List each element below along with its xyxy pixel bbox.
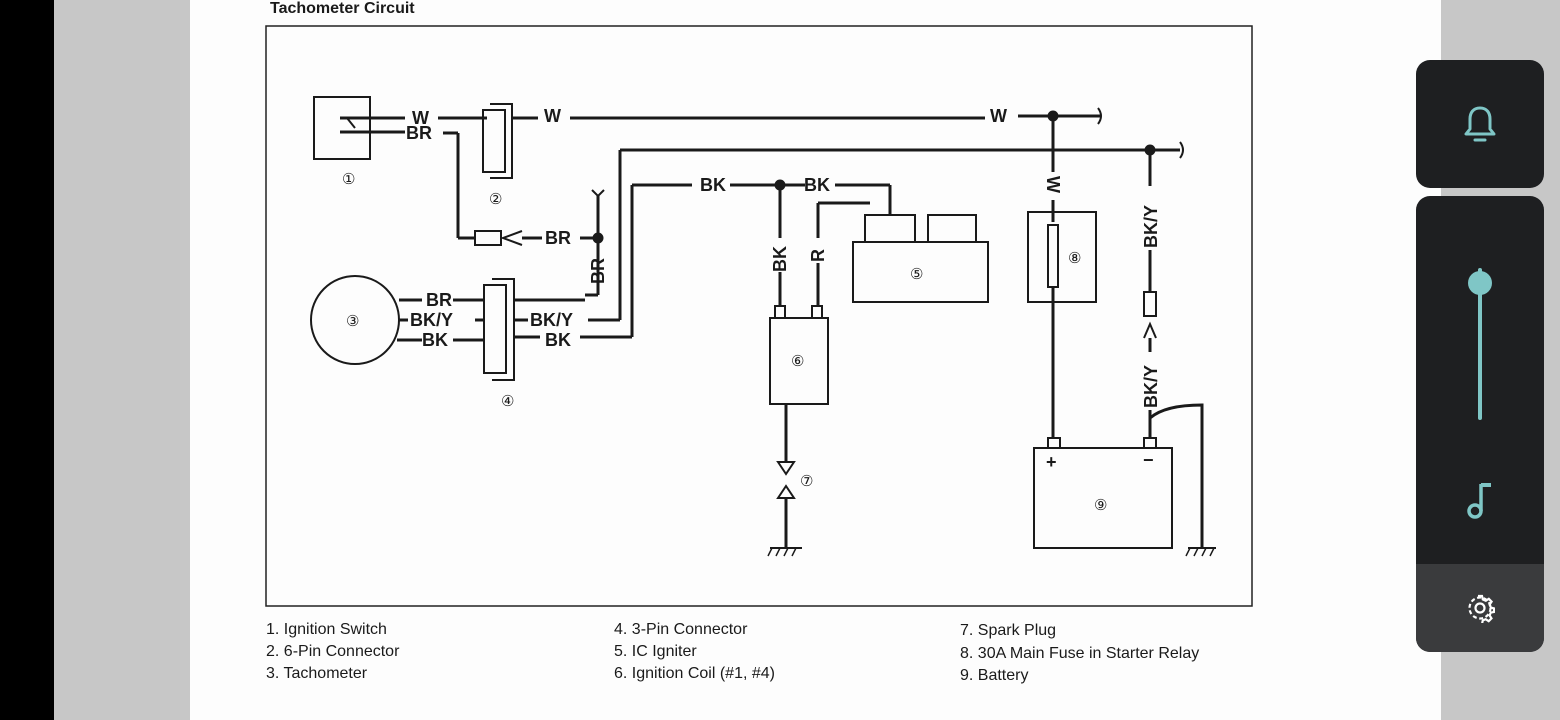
volume-controls (1416, 196, 1544, 652)
gear-icon (1468, 594, 1495, 623)
legend-item: 3. Tachometer (266, 665, 368, 682)
diagram-frame (265, 25, 1253, 607)
wire-label-bk: BK (422, 330, 448, 350)
component-number-9: ⑨ (1094, 497, 1107, 514)
legend-item: 5. IC Igniter (614, 643, 697, 660)
legend-item: 2. 6-Pin Connector (266, 643, 400, 660)
legend-item: 1. Ignition Switch (266, 621, 387, 638)
wire-label-bky: BK/Y (530, 310, 573, 330)
sound-settings-button[interactable] (1416, 564, 1544, 652)
legend-item: 7. Spark Plug (960, 622, 1056, 639)
ground-symbols (767, 547, 1215, 557)
component-number-3: ③ (346, 313, 359, 330)
component-number-5: ⑤ (910, 266, 923, 283)
legend-item: 9. Battery (960, 667, 1028, 684)
wire-label-br: BR (588, 258, 608, 284)
wire-label-br: BR (426, 290, 452, 310)
wire-label-w: W (990, 106, 1007, 126)
wire-label-w: W (412, 108, 429, 128)
volume-slider-thumb[interactable] (1468, 271, 1492, 296)
volume-slider[interactable] (1416, 196, 1544, 446)
wire-label-bky: BK/Y (1141, 205, 1161, 248)
volume-panel (1416, 60, 1544, 652)
wire-label-w: W (544, 106, 561, 126)
ignition-switch-box (313, 96, 371, 160)
legend-item: 6. Ignition Coil (#1, #4) (614, 665, 775, 682)
diagram-title: Tachometer Circuit (270, 0, 415, 17)
component-number-8: ⑧ (1068, 250, 1081, 267)
music-note-icon (1467, 483, 1491, 519)
wire-label-bky: BK/Y (410, 310, 453, 330)
wiring-diagram: Tachometer Circuit (265, 0, 1253, 684)
component-number-2: ② (489, 191, 502, 208)
wire-label-w: W (1043, 176, 1063, 193)
component-number-6: ⑥ (791, 353, 804, 370)
battery-minus: − (1143, 450, 1154, 470)
volume-slider-track[interactable] (1478, 268, 1482, 420)
wires (310, 96, 1216, 549)
legend-item: 8. 30A Main Fuse in Starter Relay (960, 645, 1199, 662)
component-number-7: ⑦ (800, 473, 813, 490)
wire-label-br: BR (406, 123, 432, 143)
legend-item: 4. 3-Pin Connector (614, 621, 748, 638)
wire-label-bk: BK (700, 175, 726, 195)
bell-icon (1464, 106, 1496, 142)
media-volume-button[interactable] (1416, 468, 1544, 532)
component-number-4: ④ (501, 393, 514, 410)
ringer-mode-button[interactable] (1416, 60, 1544, 188)
wire-label-bky: BK/Y (1141, 365, 1161, 408)
left-margin (54, 0, 190, 720)
battery-plus: + (1046, 452, 1057, 472)
document-page: Tachometer Circuit (190, 0, 1441, 720)
wire-label-bk: BK (545, 330, 571, 350)
component-number-1: ① (342, 171, 355, 188)
wire-label-bk: BK (804, 175, 830, 195)
wire-label-bk: BK (770, 246, 790, 272)
wire-label-r: R (808, 249, 828, 262)
wire-label-br: BR (545, 228, 571, 248)
